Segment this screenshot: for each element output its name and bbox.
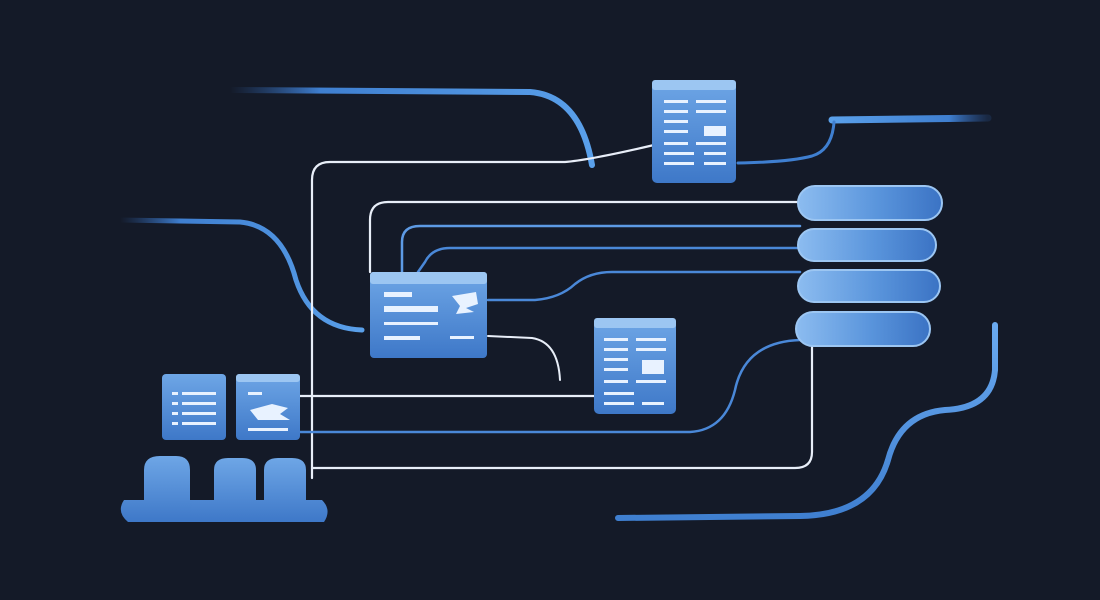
document-left-b: [236, 374, 300, 440]
decorative-curves: [117, 87, 998, 521]
link-white-outer: [310, 143, 656, 480]
window-middle: [370, 272, 487, 358]
link-white-window-doc: [487, 335, 561, 381]
server-stack: [795, 185, 943, 347]
document-icon: [604, 338, 666, 405]
server-slot-3: [797, 269, 941, 303]
document-icon: [664, 100, 726, 165]
document-left-a: [162, 374, 226, 440]
browser-window-icon: [384, 292, 478, 340]
document-center: [594, 318, 676, 414]
link-blue-2: [416, 246, 802, 274]
server-slot-2: [797, 228, 937, 262]
server-slot-1: [797, 185, 943, 221]
server-slot-4: [795, 311, 931, 347]
curve-top-right: [828, 114, 992, 124]
curve-left: [117, 217, 365, 333]
curve-top-left: [227, 87, 595, 168]
cloud-icon: [120, 456, 210, 522]
link-white-window-server: [368, 200, 802, 274]
document-icon: [172, 392, 216, 425]
curve-top-right-drop: [736, 120, 836, 165]
cloud-icon: [240, 458, 328, 522]
connector-lines: [298, 143, 814, 480]
link-blue-1: [400, 224, 802, 274]
link-blue-4: [298, 338, 802, 434]
link-blue-3: [486, 270, 802, 302]
cloud-group: [120, 456, 328, 522]
curve-bottom-right: [615, 322, 998, 521]
document-icon: [248, 392, 290, 431]
link-white-cloud-server: [310, 338, 814, 470]
document-top: [652, 80, 736, 183]
